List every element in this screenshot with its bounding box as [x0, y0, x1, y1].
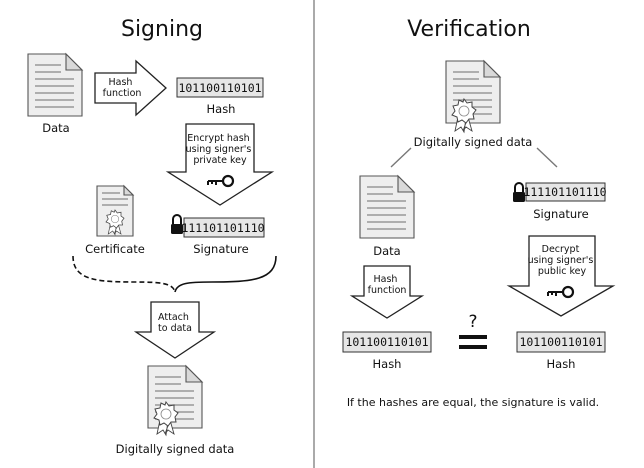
verification-title: Verification: [407, 17, 531, 42]
decrypted-hash-value: 101100110101: [519, 335, 602, 349]
verification-hash-function-label: Hash function: [368, 274, 407, 296]
computed-hash-value: 101100110101: [345, 335, 428, 349]
decrypted-hash-label: Hash: [547, 357, 576, 371]
verification-hash-arrow: [349, 265, 425, 319]
signing-title: Signing: [121, 17, 203, 42]
signature-brace: [174, 255, 277, 293]
attach-label: Attach to data: [158, 312, 192, 334]
signed-document-icon: [147, 365, 203, 436]
encrypt-arrow: [165, 123, 275, 206]
signing-data-label: Data: [42, 121, 69, 135]
decrypted-hash-box: [516, 331, 606, 353]
hash-label: Hash: [207, 102, 236, 116]
certificate-icon: [96, 184, 135, 237]
split-line-left: [390, 147, 412, 168]
signature-label: Signature: [193, 242, 248, 256]
document-icon: [359, 175, 415, 239]
certificate-label: Certificate: [85, 242, 145, 256]
signature-value: 111101101110: [181, 221, 264, 235]
verification-signature-value: 111101101110: [523, 185, 606, 199]
encrypt-label: Encrypt hash using signer's private key: [186, 133, 255, 166]
result-text: If the hashes are equal, the signature i…: [347, 396, 599, 409]
equals-sign-top: [459, 335, 487, 339]
computed-hash-box: [342, 331, 432, 353]
decrypt-arrow: [506, 235, 616, 317]
document-icon: [27, 53, 83, 117]
verification-signature-label: Signature: [533, 207, 588, 221]
attach-arrow: [133, 301, 217, 359]
hash-value: 101100110101: [178, 81, 261, 95]
question-mark: ?: [468, 312, 477, 332]
verification-signed-data-label: Digitally signed data: [414, 135, 533, 149]
signed-document-icon: [445, 60, 501, 133]
signed-data-label: Digitally signed data: [116, 442, 235, 456]
computed-hash-label: Hash: [373, 357, 402, 371]
verification-data-label: Data: [373, 244, 400, 258]
split-line-right: [536, 147, 558, 168]
equals-sign-bottom: [459, 345, 487, 349]
verification-signature-box: [525, 182, 606, 202]
certificate-brace: [72, 255, 176, 293]
hash-function-arrow: [94, 59, 167, 117]
hash-value-box: [176, 77, 264, 98]
signature-value-box: [183, 217, 265, 238]
hash-function-label: Hash function: [103, 77, 142, 99]
decrypt-label: Decrypt using signer's public key: [528, 244, 597, 277]
